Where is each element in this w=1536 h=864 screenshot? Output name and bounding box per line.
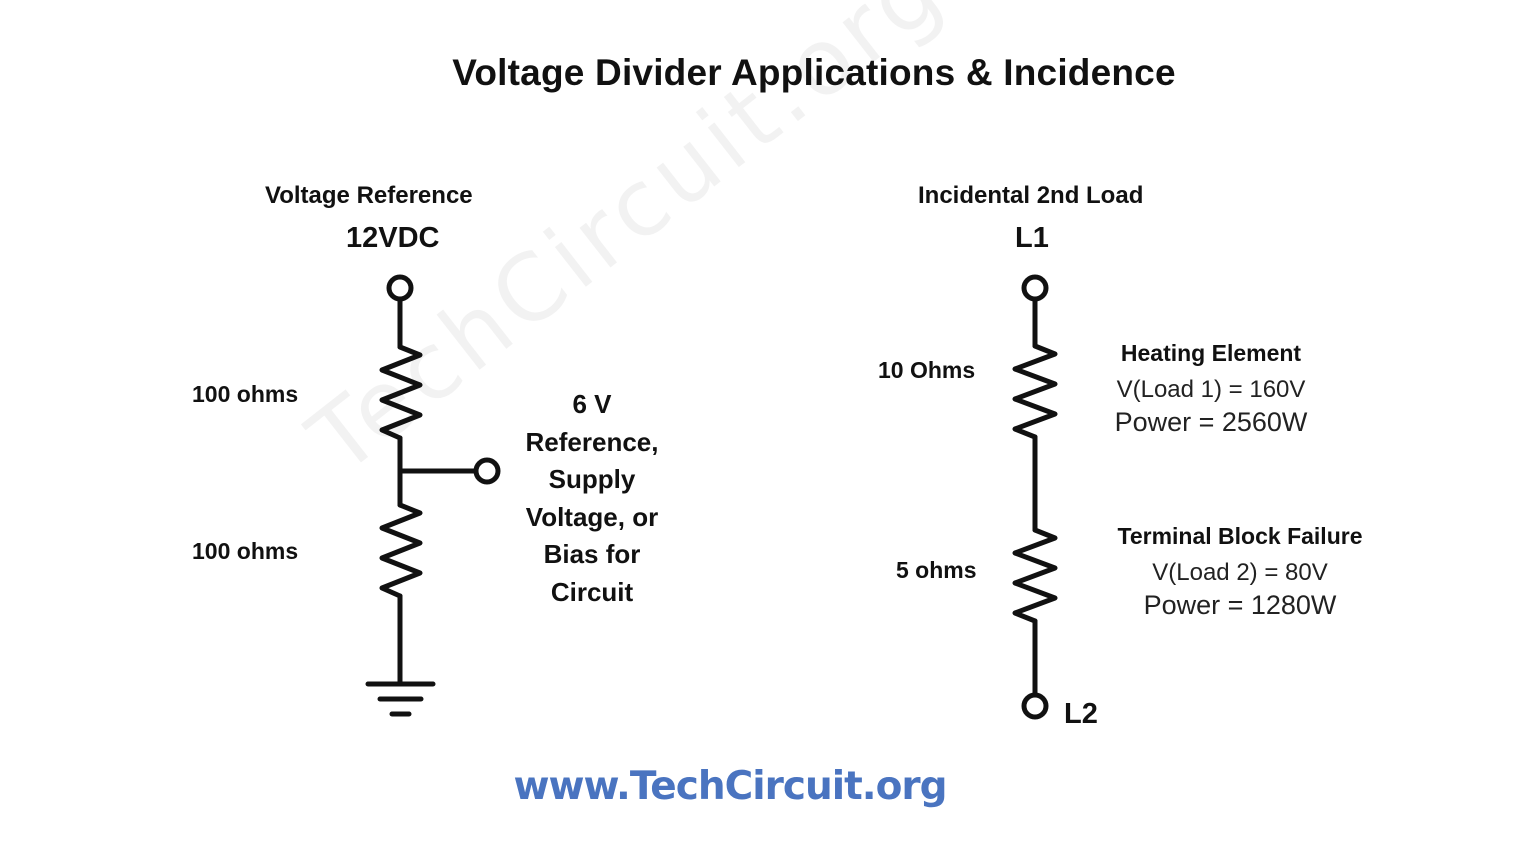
right-resistor-r1 [1012, 343, 1058, 440]
right-r1-label: 10 Ohms [878, 357, 976, 383]
output-line: Circuit [550, 576, 634, 607]
output-line: Reference, [525, 426, 659, 457]
left-r2-label: 100 ohms [192, 538, 299, 564]
page-title: Voltage Divider Applications & Incidence [452, 52, 1176, 93]
load2-power: Power = 1280W [1143, 590, 1337, 620]
output-line: Bias for [543, 539, 641, 569]
footer-url: www.TechCircuit.org [513, 764, 947, 809]
load1-name: Heating Element [1120, 340, 1302, 366]
output-line: 6 V [572, 389, 612, 419]
left-output-note: 6 V Reference, Supply Voltage, or Bias f… [492, 386, 692, 611]
load1-info: Heating Element V(Load 1) = 160V Power =… [1080, 340, 1342, 438]
load1-voltage: V(Load 1) = 160V [1116, 376, 1306, 403]
ground-icon [365, 681, 436, 717]
right-bottom-node-label: L2 [1064, 698, 1098, 730]
right-top-node-label: L1 [1015, 222, 1049, 254]
output-line: Voltage, or [525, 501, 659, 532]
left-resistor-r2 [379, 502, 423, 599]
right-bottom-terminal [1021, 692, 1049, 720]
left-source-terminal [386, 274, 414, 302]
right-resistor-r2 [1012, 527, 1058, 624]
right-r2-label: 5 ohms [896, 557, 977, 583]
left-heading: Voltage Reference [265, 182, 473, 209]
load2-info: Terminal Block Failure V(Load 2) = 80V P… [1090, 523, 1390, 621]
right-heading: Incidental 2nd Load [918, 182, 1144, 209]
load1-power: Power = 2560W [1114, 407, 1308, 437]
left-source-label: 12VDC [346, 222, 440, 254]
left-r1-label: 100 ohms [192, 381, 299, 407]
left-output-terminal [473, 457, 501, 485]
output-line: Supply [548, 464, 636, 494]
load2-voltage: V(Load 2) = 80V [1152, 559, 1328, 586]
load2-name: Terminal Block Failure [1117, 523, 1363, 549]
right-top-terminal [1021, 274, 1049, 302]
left-resistor-r1 [379, 344, 423, 441]
